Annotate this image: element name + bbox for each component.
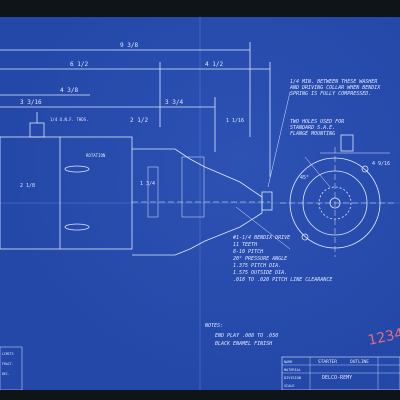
mounting-hole	[361, 165, 369, 173]
tb-label-name: NAME	[284, 360, 292, 364]
note-holes-2: STANDARD S.A.E.	[290, 125, 335, 131]
note-holes-3: FLANGE MOUNTING	[290, 131, 335, 137]
note-end-play: END PLAY .008 TO .050	[215, 333, 278, 339]
tolerance-fract: FRACT.	[2, 362, 14, 366]
dim-6: 2 1/2	[130, 117, 148, 124]
dim-3: 4 3/8	[60, 87, 78, 94]
gear-spec-1: #1-1/4 BENDIX DRIVE	[232, 235, 290, 241]
note-finish: BLACK ENAMEL FINISH	[215, 341, 273, 347]
tb-label-material: MATERIAL	[284, 368, 301, 372]
tolerance-table	[0, 346, 23, 390]
note-top-3: SPRING IS FULLY COMPRESSED.	[290, 91, 371, 97]
tb-label-scale: SCALE	[284, 384, 295, 388]
title-block	[281, 356, 400, 390]
tb-label-division: DIVISION	[284, 376, 301, 380]
tb-company: DELCO-REMY	[322, 375, 352, 381]
mounting-hole	[301, 233, 309, 241]
tb-outline: OUTLINE	[350, 359, 369, 365]
note-top-2: AND DRIVING COLLAR WHEN BENDIX	[289, 85, 381, 91]
leader-holes	[304, 156, 331, 188]
handwritten-stamp: 1234	[367, 326, 400, 349]
housing-rib	[147, 166, 159, 218]
dim-4: 3 3/16	[20, 99, 42, 106]
motor-body	[0, 136, 133, 250]
screw-head	[64, 165, 90, 173]
gear-spec-7: .018 TO .020 PITCH LINE CLEARANCE	[233, 277, 332, 283]
dim-a1: 2 1/8	[20, 183, 35, 189]
gear-spec-6: 1.575 OUTSIDE DIA.	[233, 270, 287, 276]
note-top-1: 1/4 MIN. BETWEEN THESE WASHER	[290, 79, 377, 85]
dim-a2: 1 3/4	[140, 181, 155, 187]
gear-spec-5: 1.375 PITCH DIA.	[233, 263, 281, 269]
dim-5: 3 3/4	[165, 99, 183, 106]
gear-spec-4: 20° PRESSURE ANGLE	[233, 256, 287, 262]
notes-heading: NOTES:	[204, 323, 223, 329]
pinion-gear	[261, 191, 273, 211]
blueprint-drawing: 9 3/8 6 1/2 4 1/2 4 3/8 3 3/16 3 3/4 2 1…	[0, 17, 400, 390]
dim-7: 1 1/16	[226, 118, 244, 124]
dim-r1: 45°	[300, 175, 309, 181]
note-holes-1: TWO HOLES USED FOR	[290, 119, 344, 125]
screw-head	[64, 223, 90, 231]
leader-top-note	[267, 91, 291, 188]
tolerance-dec: DEC.	[2, 372, 10, 376]
end-view-terminal	[340, 134, 354, 152]
leader-gear-spec	[235, 206, 291, 250]
dim-2: 4 1/2	[205, 61, 223, 68]
dim-1: 6 1/2	[70, 61, 88, 68]
terminal-stud	[29, 122, 45, 138]
dim-r2: 4 9/16	[372, 161, 390, 167]
gear-spec-3: 8-10 PITCH	[233, 249, 264, 255]
gear-spec-2: 11 TEETH	[233, 242, 258, 248]
tolerance-limits: LIMITS	[2, 352, 14, 356]
dim-overall: 9 3/8	[120, 42, 138, 49]
tb-model: STARTER	[318, 359, 337, 365]
bendix-sleeve	[181, 156, 205, 218]
rotation-label: ROTATION	[86, 153, 106, 158]
thread-callout: 1/4 U.N.F. THDS.	[50, 117, 89, 122]
